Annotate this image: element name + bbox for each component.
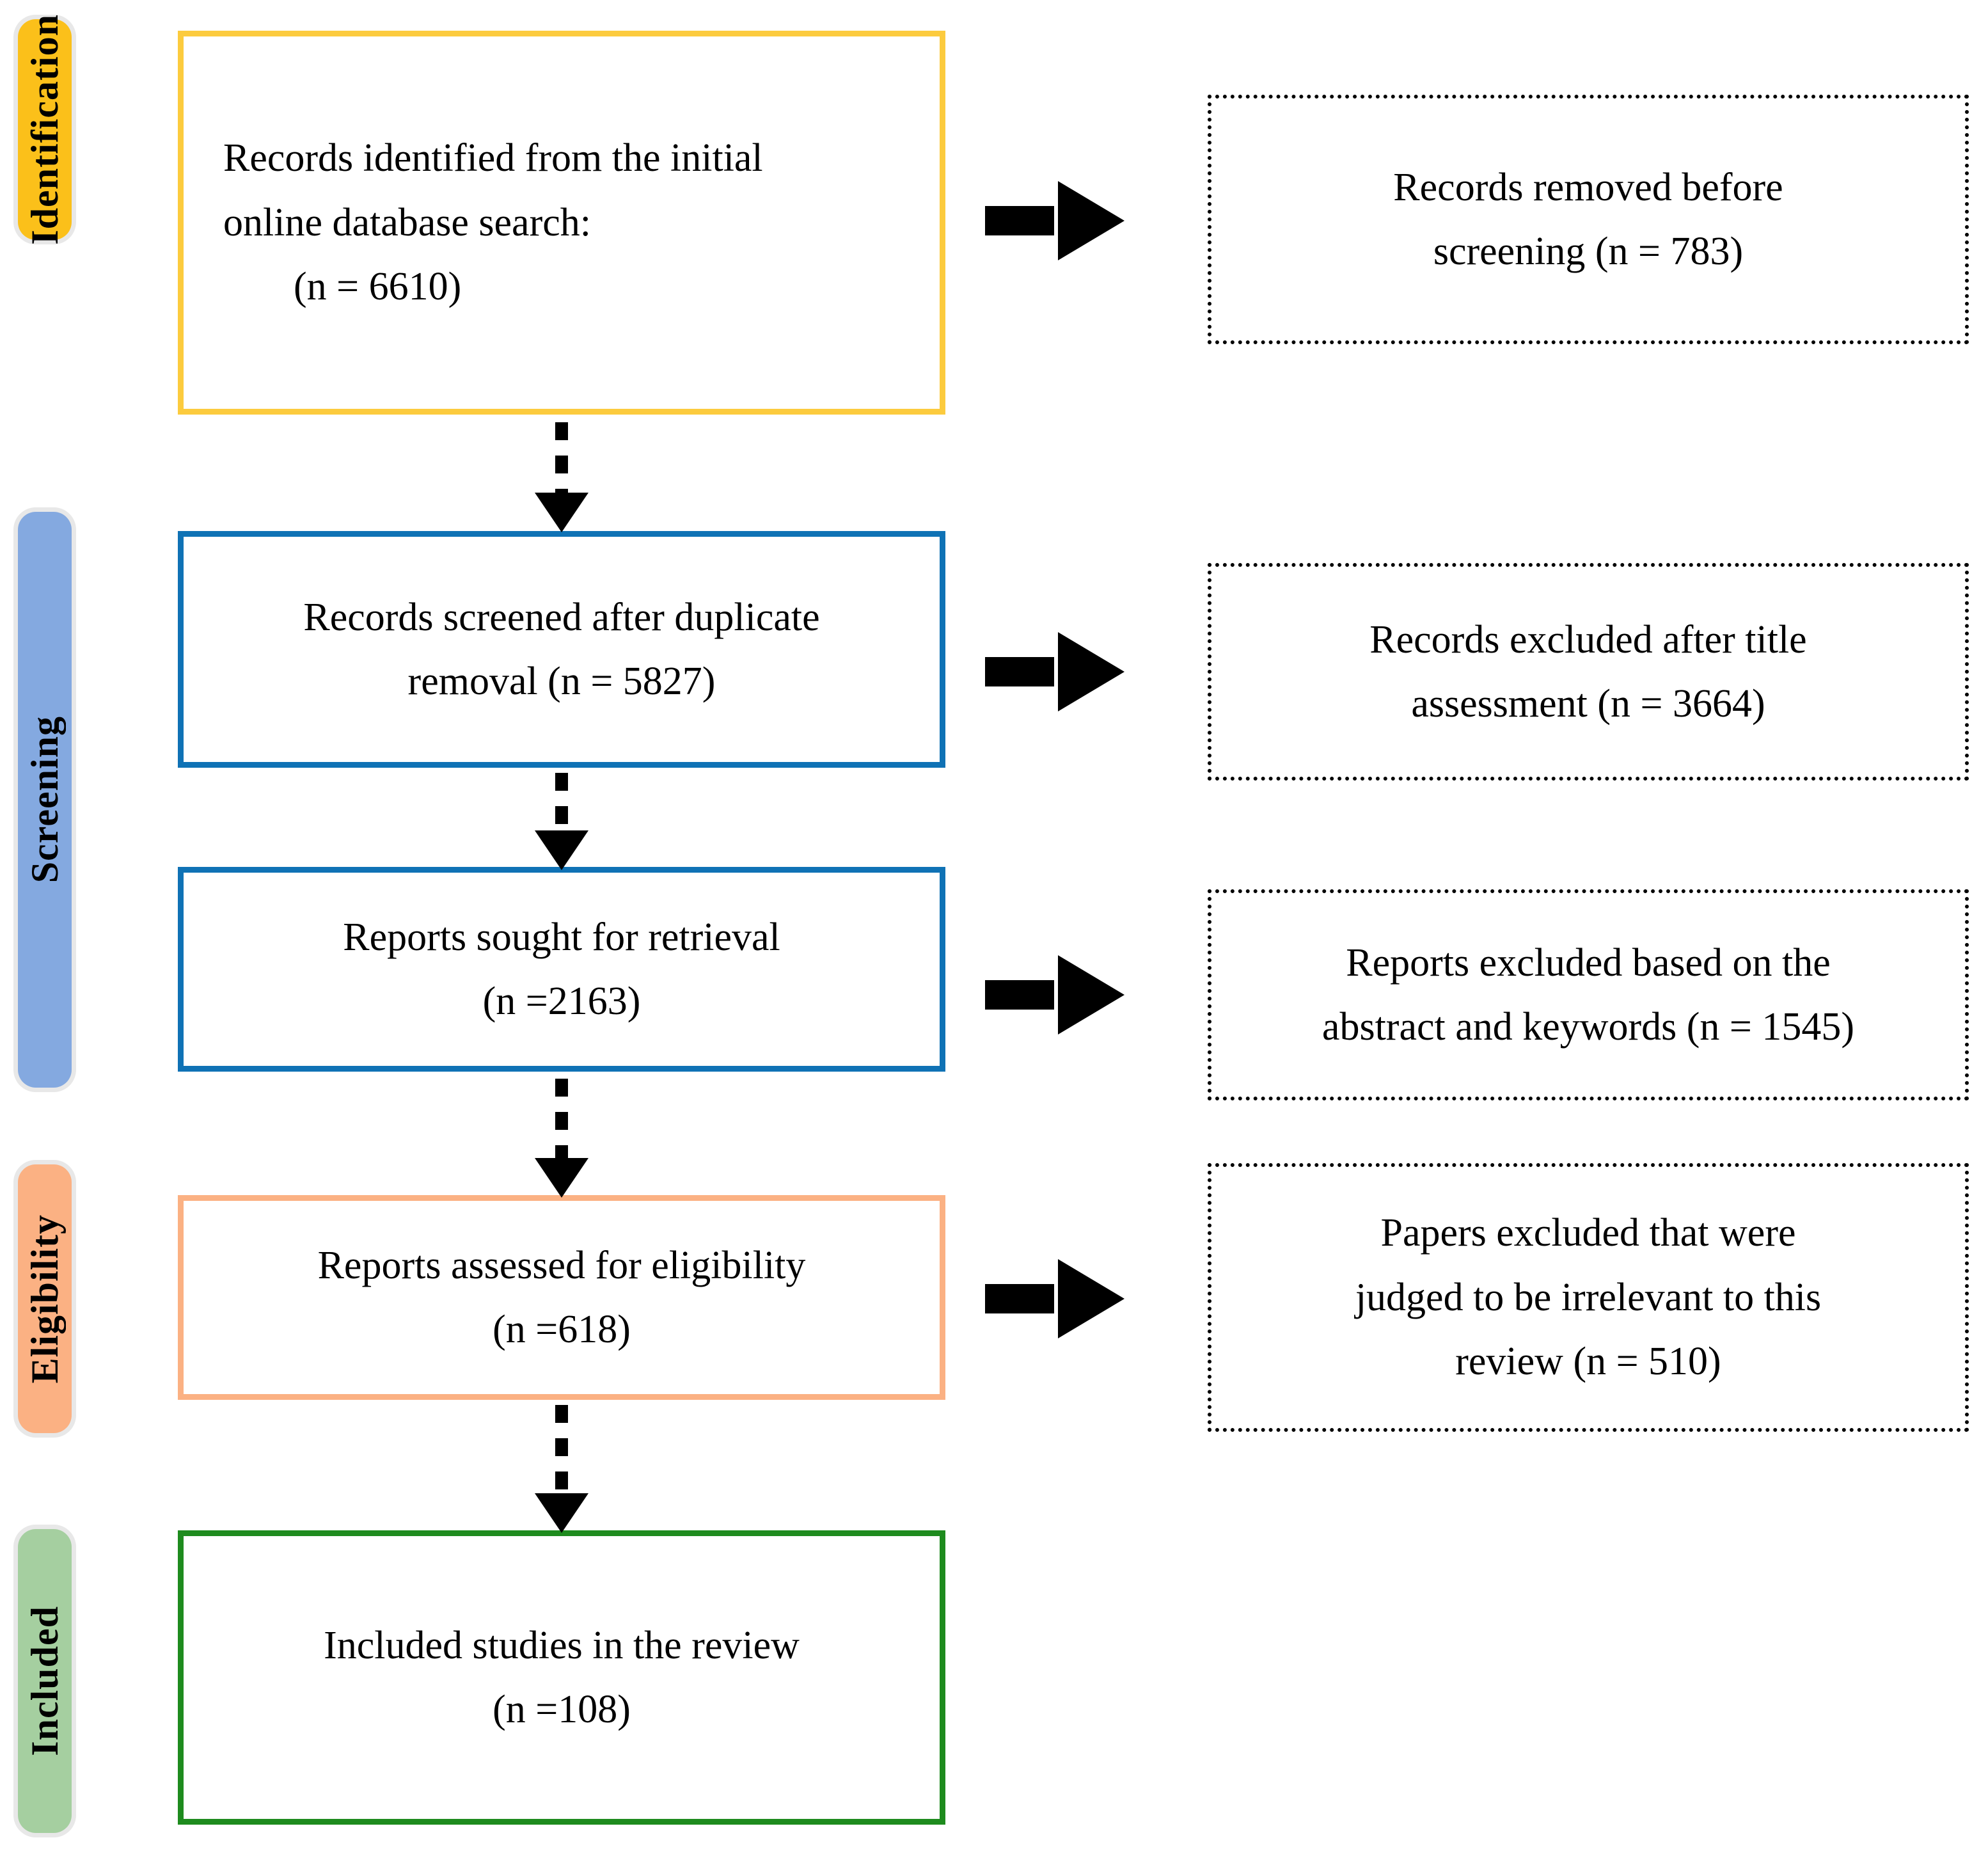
exclusion-box-reports-excluded-abstract-line-1: Reports excluded based on the xyxy=(1346,940,1831,985)
arrow-down-sought-to-assessed xyxy=(535,1079,588,1198)
stage-label-eligibility: Eligibility xyxy=(18,1164,72,1433)
stage-label-identification-text: Identification xyxy=(24,14,66,245)
exclusion-box-papers-excluded-irrelevant: Papers excluded that were judged to be i… xyxy=(1208,1163,1969,1432)
exclusion-box-records-removed: Records removed before screening (n = 78… xyxy=(1208,95,1969,344)
stage-label-identification: Identification xyxy=(18,14,72,245)
stage-label-screening: Screening xyxy=(18,512,72,1088)
arrow-down-sought-to-assessed-stem xyxy=(555,1079,568,1159)
arrow-down-identified-to-screened-stem xyxy=(555,422,568,494)
flow-box-reports-sought-line-2: (n =2163) xyxy=(482,980,641,1023)
arrow-down-assessed-to-included-stem xyxy=(555,1405,568,1495)
flow-box-records-screened: Records screened after duplicate removal… xyxy=(178,531,945,768)
exclusion-box-records-excluded-title-line-2: assessment (n = 3664) xyxy=(1411,682,1765,726)
arrow-right-identification xyxy=(985,181,1139,260)
arrow-right-screening-abstract-bar xyxy=(985,980,1054,1010)
exclusion-box-papers-excluded-irrelevant-line-2: judged to be irrelevant to this xyxy=(1355,1275,1822,1319)
flow-box-records-screened-line-1: Records screened after duplicate xyxy=(303,595,820,639)
arrow-right-screening-abstract xyxy=(985,955,1139,1035)
exclusion-box-reports-excluded-abstract-line-2: abstract and keywords (n = 1545) xyxy=(1321,1005,1855,1049)
exclusion-box-records-excluded-title-line-1: Records excluded after title xyxy=(1369,617,1807,662)
exclusion-box-records-excluded-title: Records excluded after title assessment … xyxy=(1208,563,1969,781)
stage-label-screening-text: Screening xyxy=(24,716,66,884)
arrow-down-screened-to-sought-head xyxy=(535,830,588,870)
arrow-down-assessed-to-included xyxy=(535,1405,588,1533)
exclusion-box-reports-excluded-abstract: Reports excluded based on the abstract a… xyxy=(1208,889,1969,1100)
arrow-down-assessed-to-included-head xyxy=(535,1493,588,1533)
flow-box-records-identified-line-2: online database search: xyxy=(223,200,591,244)
arrow-right-eligibility-head xyxy=(1058,1259,1124,1338)
arrow-right-identification-head xyxy=(1058,181,1124,260)
flow-box-records-identified-line-3: (n = 6610) xyxy=(294,265,462,309)
arrow-right-screening-title-head xyxy=(1058,632,1124,711)
arrow-right-identification-bar xyxy=(985,206,1054,235)
flow-box-included-studies-line-1: Included studies in the review xyxy=(324,1623,800,1667)
flow-box-records-identified: Records identified from the initial onli… xyxy=(178,31,945,415)
arrow-right-screening-abstract-head xyxy=(1058,955,1124,1035)
flow-box-included-studies-line-2: (n =108) xyxy=(493,1688,631,1731)
arrow-down-identified-to-screened xyxy=(535,422,588,532)
flow-box-reports-assessed-line-1: Reports assessed for eligibility xyxy=(317,1243,806,1287)
flow-box-included-studies: Included studies in the review (n =108) xyxy=(178,1530,945,1825)
arrow-down-screened-to-sought xyxy=(535,773,588,870)
arrow-down-screened-to-sought-stem xyxy=(555,773,568,832)
flow-box-reports-sought-line-1: Reports sought for retrieval xyxy=(343,915,780,959)
exclusion-box-papers-excluded-irrelevant-line-3: review (n = 510) xyxy=(1455,1340,1721,1384)
arrow-right-eligibility xyxy=(985,1259,1139,1338)
exclusion-box-records-removed-line-1: Records removed before xyxy=(1393,165,1783,209)
stage-label-included-text: Included xyxy=(24,1606,66,1756)
arrow-down-identified-to-screened-head xyxy=(535,493,588,532)
arrow-right-screening-title-bar xyxy=(985,657,1054,686)
flow-box-records-identified-line-1: Records identified from the initial xyxy=(223,136,763,180)
exclusion-box-papers-excluded-irrelevant-line-1: Papers excluded that were xyxy=(1380,1211,1796,1255)
flow-box-records-screened-line-2: removal (n = 5827) xyxy=(407,660,716,703)
arrow-down-sought-to-assessed-head xyxy=(535,1158,588,1198)
stage-label-included: Included xyxy=(18,1529,72,1833)
arrow-right-screening-title xyxy=(985,632,1139,711)
exclusion-box-records-removed-line-2: screening (n = 783) xyxy=(1433,230,1744,273)
flow-box-reports-assessed: Reports assessed for eligibility (n =618… xyxy=(178,1195,945,1400)
flow-box-reports-sought: Reports sought for retrieval (n =2163) xyxy=(178,867,945,1072)
arrow-right-eligibility-bar xyxy=(985,1284,1054,1313)
flow-box-reports-assessed-line-2: (n =618) xyxy=(493,1308,631,1351)
stage-label-eligibility-text: Eligibility xyxy=(24,1214,66,1384)
